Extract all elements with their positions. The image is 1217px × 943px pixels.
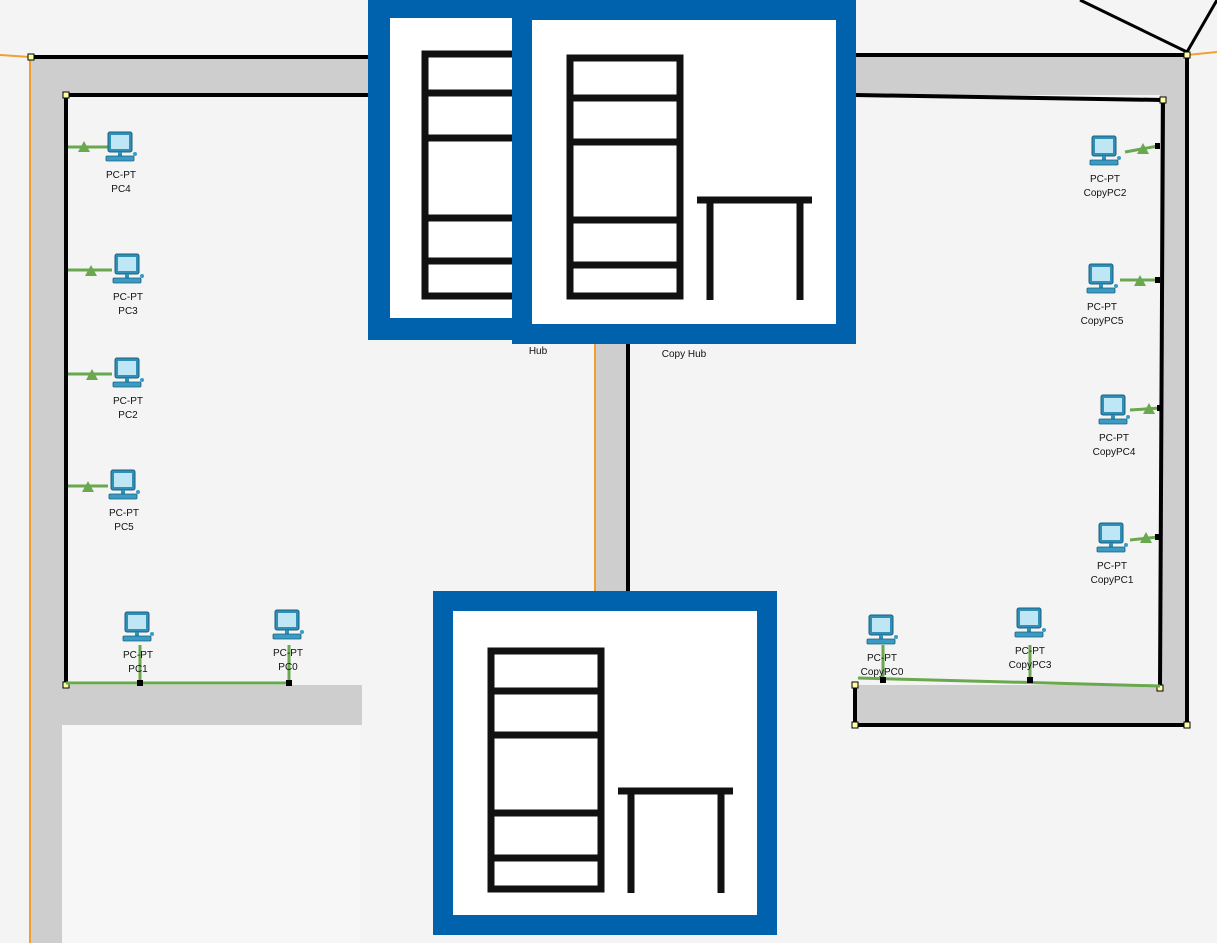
floor-area [62, 725, 360, 943]
pc-copypc2[interactable] [1087, 134, 1123, 170]
pc-copypc5[interactable] [1084, 262, 1120, 298]
hub-device[interactable] [368, 0, 536, 340]
pc-name-label: CopyPC0 [860, 667, 904, 678]
copy-hub-label: Copy Hub [661, 349, 707, 360]
pc-name-label: CopyPC3 [1008, 660, 1052, 671]
computer-icon [1089, 135, 1121, 166]
pc-name-label: CopyPC4 [1092, 447, 1136, 458]
pc-name-label: PC5 [114, 522, 134, 533]
pc-type-label: PC-PT [1097, 561, 1127, 572]
pc-pc3[interactable] [110, 252, 146, 288]
orange-cables [0, 51, 1217, 943]
hub-label: Hub [528, 346, 548, 357]
pc-name-label: PC0 [278, 662, 298, 673]
pc-name-label: CopyPC2 [1083, 188, 1127, 199]
pc-type-label: PC-PT [113, 396, 143, 407]
pc-pc4[interactable] [103, 130, 139, 166]
copy-hub-device[interactable] [512, 0, 856, 344]
pc-type-label: PC-PT [867, 653, 897, 664]
pc-type-label: PC-PT [1015, 646, 1045, 657]
hub-icon [421, 50, 514, 300]
computer-icon [1014, 607, 1046, 638]
green-links [66, 144, 1161, 688]
pc-type-label: PC-PT [1090, 174, 1120, 185]
corner-handles[interactable] [27, 51, 1191, 729]
pc-type-label: PC-PT [1099, 433, 1129, 444]
pc-name-label: CopyPC5 [1080, 316, 1124, 327]
pc-pc1[interactable] [120, 610, 156, 646]
pc-copypc0[interactable] [864, 613, 900, 649]
computer-icon [112, 253, 144, 284]
pc-copypc3[interactable] [1012, 606, 1048, 642]
pc-name-label: PC3 [118, 306, 138, 317]
computer-icon [1096, 522, 1128, 553]
computer-icon [866, 614, 898, 645]
bottom-hub-device[interactable] [433, 591, 777, 935]
pc-type-label: PC-PT [109, 508, 139, 519]
pc-name-label: PC2 [118, 410, 138, 421]
pc-pc2[interactable] [110, 356, 146, 392]
pc-type-label: PC-PT [113, 292, 143, 303]
computer-icon [1098, 394, 1130, 425]
pc-type-label: PC-PT [106, 170, 136, 181]
computer-icon [105, 131, 137, 162]
link-indicators [78, 141, 1155, 543]
pc-copypc4[interactable] [1096, 393, 1132, 429]
computer-icon [272, 609, 304, 640]
pc-name-label: CopyPC1 [1090, 575, 1134, 586]
computer-icon [1086, 263, 1118, 294]
pc-type-label: PC-PT [273, 648, 303, 659]
hub-icon [487, 647, 733, 893]
computer-icon [108, 469, 140, 500]
pc-name-label: PC1 [128, 664, 148, 675]
port-dots [137, 143, 1162, 686]
computer-icon [112, 357, 144, 388]
pc-pc5[interactable] [106, 468, 142, 504]
pc-name-label: PC4 [111, 184, 131, 195]
computer-icon [122, 611, 154, 642]
wall-shapes [30, 55, 1188, 943]
pc-pc0[interactable] [270, 608, 306, 644]
pc-type-label: PC-PT [123, 650, 153, 661]
pc-type-label: PC-PT [1087, 302, 1117, 313]
pc-copypc1[interactable] [1094, 521, 1130, 557]
hub-icon [566, 54, 812, 300]
